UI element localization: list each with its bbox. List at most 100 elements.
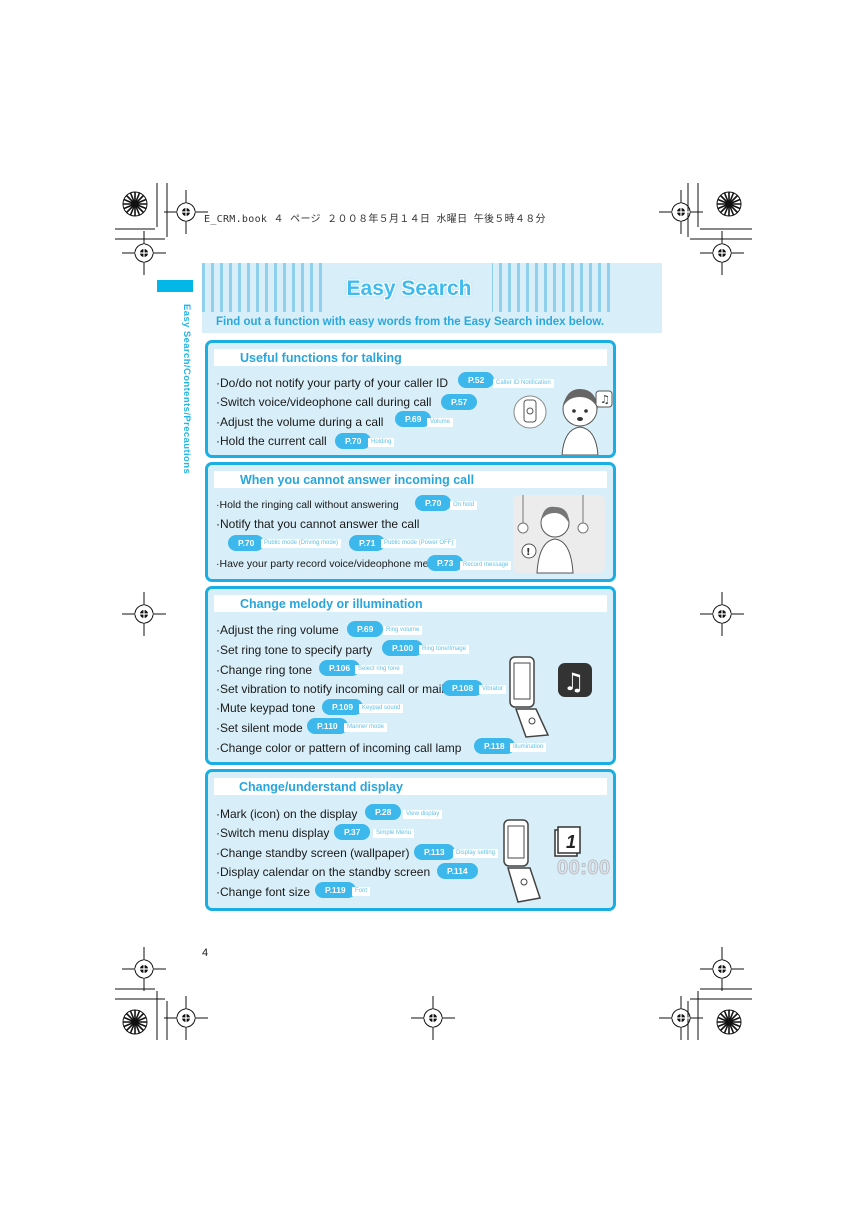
flip-phone-illustration	[503, 819, 581, 903]
starburst-target-icon	[122, 191, 148, 217]
registration-mark-icon	[121, 591, 167, 637]
page-ref-button[interactable]: P.108	[442, 680, 484, 696]
section-talking: Useful functions for talking ·Do/do not …	[205, 340, 616, 458]
function-note: Holding	[368, 438, 395, 447]
page-ref-button[interactable]: P.69	[347, 621, 384, 637]
registration-mark-icon	[658, 189, 704, 235]
function-note: Keypad sound	[359, 704, 404, 713]
page-title: Easy Search	[346, 277, 472, 300]
registration-mark-icon	[121, 230, 167, 276]
list-item: ·Mute keypad tone	[216, 701, 316, 715]
page-ref-button[interactable]: P.119	[315, 882, 356, 898]
section-cannot-answer: When you cannot answer incoming call ·Ho…	[205, 462, 616, 582]
flip-phone-illustration: ♫	[509, 656, 592, 738]
registration-mark-icon	[699, 946, 745, 992]
list-item: ·Hold the current call	[216, 434, 327, 448]
page-ref-button[interactable]: P.57	[441, 394, 478, 410]
page-ref-button[interactable]: P.73	[427, 555, 464, 571]
section-header	[214, 778, 607, 795]
svg-text:!: !	[526, 547, 531, 558]
page-ref-button[interactable]: P.110	[307, 718, 348, 734]
function-note: Record message	[460, 561, 512, 570]
function-note: Illumination	[510, 743, 547, 752]
page-ref-button[interactable]: P.69	[395, 411, 432, 427]
function-note: Vibrator	[479, 685, 506, 694]
person-illustration: ♫	[513, 389, 613, 455]
page-ref-button[interactable]: P.114	[437, 863, 478, 879]
list-item: ·Hold the ringing call without answering	[216, 499, 399, 511]
registration-mark-icon	[163, 995, 209, 1041]
section-title: Change melody or illumination	[240, 597, 423, 611]
function-note: View display	[403, 810, 443, 819]
function-note: Public mode (Driving mode)	[261, 539, 342, 548]
section-title: Useful functions for talking	[240, 351, 402, 365]
list-item: ·Set ring tone to specify party	[216, 643, 373, 657]
page-subtitle: Find out a function with easy words from…	[216, 316, 605, 328]
list-item: ·Do/do not notify your party of your cal…	[216, 376, 449, 390]
registration-mark-icon	[699, 230, 745, 276]
page-ref-button[interactable]: P.113	[414, 844, 455, 860]
page-ref-button[interactable]: P.100	[382, 640, 424, 656]
registration-mark-icon	[121, 946, 167, 992]
registration-mark-icon	[410, 995, 456, 1041]
list-item: ·Display calendar on the standby screen	[216, 865, 431, 879]
list-item: ·Change font size	[216, 885, 311, 899]
section-header	[214, 595, 607, 612]
page-ref-button[interactable]: P.70	[228, 535, 265, 551]
page-ref-button[interactable]: P.71	[349, 535, 386, 551]
function-note: Caller ID Notification	[493, 379, 554, 388]
function-note: Select ring tone	[355, 665, 403, 674]
section-header	[214, 471, 607, 488]
function-note: Font	[352, 887, 371, 896]
function-note: Public mode (Power OFF)	[381, 539, 457, 548]
section-title: Change/understand display	[239, 780, 403, 794]
side-tab	[157, 280, 193, 292]
list-item: ·Change standby screen (wallpaper)	[216, 846, 410, 860]
function-note: Simple Menu	[373, 829, 415, 838]
starburst-target-icon	[716, 191, 742, 217]
music-note-icon: ♫	[563, 668, 585, 696]
registration-mark-icon	[163, 189, 209, 235]
list-item: ·Have your party record voice/videophone…	[216, 558, 457, 570]
function-note: Ring volume	[383, 626, 423, 635]
section-display: Change/understand display ·Mark (icon) o…	[205, 769, 616, 911]
clock-display: 00:00	[557, 857, 611, 880]
registration-mark-icon	[699, 591, 745, 637]
page-ref-button[interactable]: P.37	[334, 824, 371, 840]
list-item: ·Switch menu display	[216, 826, 330, 840]
page-number: 4	[202, 947, 209, 959]
function-note: On hold	[450, 501, 478, 510]
function-note: Display setting	[453, 849, 499, 858]
page-ref-button[interactable]: P.70	[335, 433, 372, 449]
calendar-icon	[554, 826, 581, 857]
list-item: ·Set vibration to notify incoming call o…	[216, 682, 445, 696]
starburst-target-icon	[122, 1009, 148, 1035]
page-ref-button[interactable]: P.70	[415, 495, 452, 511]
function-note: Manner mode	[344, 723, 388, 732]
list-item: ·Notify that you cannot answer the call	[216, 517, 420, 531]
page-ref-button[interactable]: P.28	[365, 804, 402, 820]
commuter-illustration: !	[513, 495, 605, 574]
function-note: Volume	[427, 418, 454, 427]
page-ref-button[interactable]: P.106	[319, 660, 361, 676]
section-title: When you cannot answer incoming call	[240, 473, 475, 487]
page-ref-button[interactable]: P.109	[322, 699, 364, 715]
list-item: ·Mark (icon) on the display	[216, 807, 358, 821]
title-box	[326, 263, 492, 312]
list-item: ·Switch voice/videophone call during cal…	[216, 395, 432, 409]
list-item: ·Change ring tone	[216, 663, 313, 677]
print-header: E_CRM.book ４ ページ ２００８年５月１４日 水曜日 午後５時４８分	[204, 214, 546, 225]
starburst-target-icon	[716, 1009, 742, 1035]
page-ref-button[interactable]: P.118	[474, 738, 515, 754]
list-item: ·Change color or pattern of incoming cal…	[216, 741, 462, 755]
list-item: ·Adjust the volume during a call	[216, 415, 384, 429]
music-note-icon: ♫	[600, 393, 610, 406]
page-ref-button[interactable]: P.52	[458, 372, 495, 388]
section-melody: Change melody or illumination ·Adjust th…	[205, 586, 616, 765]
section-header	[214, 349, 607, 366]
list-item: ·Adjust the ring volume	[216, 623, 339, 637]
function-note: Ring tone/Image	[419, 645, 470, 654]
list-item: ·Set silent mode	[216, 721, 303, 735]
calendar-day: 1	[566, 832, 577, 852]
